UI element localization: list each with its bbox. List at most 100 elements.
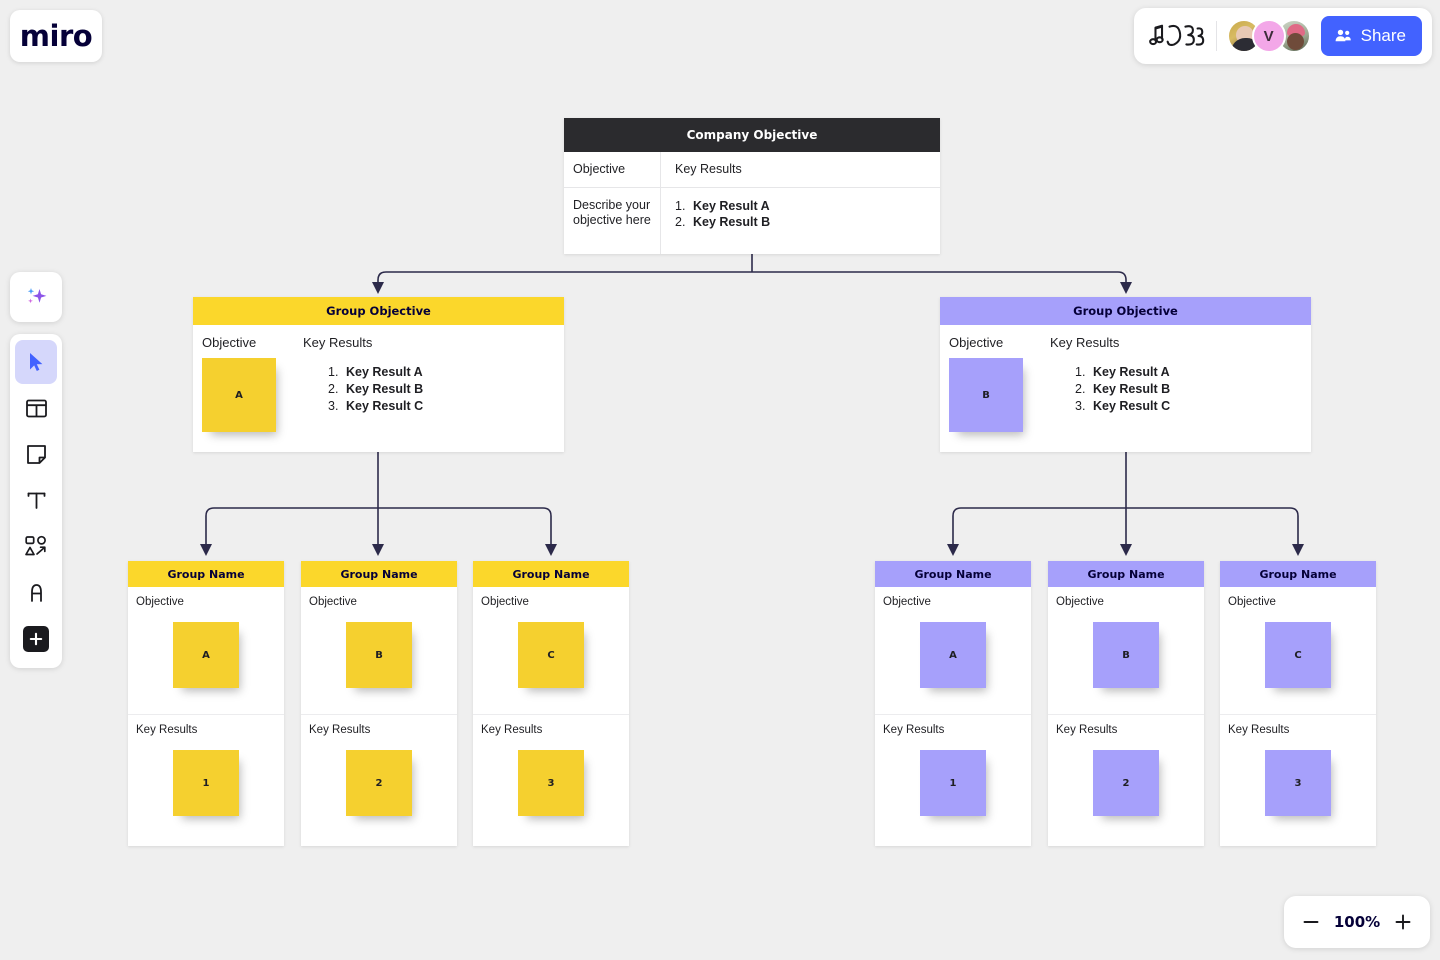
sticky-note-key-result[interactable]: 3 bbox=[518, 750, 584, 816]
shapes-tool[interactable] bbox=[15, 524, 57, 568]
pen-tool[interactable] bbox=[15, 570, 57, 614]
list-item: 2. Key Result B bbox=[675, 214, 932, 231]
sticky-note-key-result[interactable]: 1 bbox=[920, 750, 986, 816]
sticky-note-objective[interactable]: A bbox=[920, 622, 986, 688]
sticky-note-objective[interactable]: B bbox=[346, 622, 412, 688]
company-col-objective: Objective bbox=[564, 152, 661, 187]
sticky-note-objective[interactable]: C bbox=[518, 622, 584, 688]
kr-number: 1. bbox=[328, 365, 339, 379]
sticky-note-key-result[interactable]: 3 bbox=[1265, 750, 1331, 816]
group-name-objective-section: Objective A bbox=[875, 587, 1031, 714]
cursor-icon bbox=[30, 353, 43, 371]
company-col-key-results: Key Results bbox=[675, 162, 742, 176]
group-objective-title: Group Objective bbox=[193, 297, 564, 325]
group-objective-title: Group Objective bbox=[940, 297, 1311, 325]
sticky-note-objective[interactable]: C bbox=[1265, 622, 1331, 688]
kr-number: 2. bbox=[328, 382, 339, 397]
plus-icon bbox=[1395, 914, 1411, 930]
sticky-note-objective[interactable]: B bbox=[1093, 622, 1159, 688]
template-tool[interactable] bbox=[15, 386, 57, 430]
kr-text: Key Result A bbox=[1093, 365, 1170, 379]
group-name-title: Group Name bbox=[1048, 561, 1204, 587]
label-key-results: Key Results bbox=[136, 724, 198, 736]
label-objective: Objective bbox=[1228, 596, 1276, 608]
company-table-header: Objective Key Results bbox=[564, 152, 940, 188]
group-objective-card-left[interactable]: Group Objective Objective A Key Results … bbox=[193, 297, 564, 452]
group-name-card[interactable]: Group Name Objective A Key Results 1 bbox=[128, 561, 284, 846]
group-objective-card-right[interactable]: Group Objective Objective B Key Results … bbox=[940, 297, 1311, 452]
group-name-card[interactable]: Group Name Objective B Key Results 2 bbox=[301, 561, 457, 846]
header-divider bbox=[1215, 21, 1217, 51]
sticky-note-key-result[interactable]: 1 bbox=[173, 750, 239, 816]
sticky-note-key-result[interactable]: 2 bbox=[1093, 750, 1159, 816]
group-name-key-results-section: Key Results 1 bbox=[128, 714, 284, 841]
label-objective: Objective bbox=[1056, 596, 1104, 608]
group-name-key-results-section: Key Results 3 bbox=[473, 714, 629, 841]
list-item: 1. Key Result A bbox=[675, 198, 932, 215]
list-item: 3. Key Result C bbox=[1075, 398, 1311, 415]
more-apps-tool[interactable] bbox=[15, 616, 57, 662]
company-objective-text: Describe your objective here bbox=[564, 187, 661, 254]
group-objective-key-results-list: 1. Key Result A 2. Key Result B 3. Key R… bbox=[303, 364, 564, 415]
list-item: 1. Key Result A bbox=[1075, 364, 1311, 381]
minus-icon bbox=[1303, 921, 1319, 923]
group-name-key-results-section: Key Results 3 bbox=[1220, 714, 1376, 841]
kr-text: Key Result B bbox=[1093, 382, 1171, 397]
sticky-note-tool[interactable] bbox=[15, 432, 57, 476]
group-name-card[interactable]: Group Name Objective A Key Results 1 bbox=[875, 561, 1031, 846]
kr-text: Key Result C bbox=[1093, 399, 1171, 414]
group-name-title: Group Name bbox=[128, 561, 284, 587]
text-tool[interactable] bbox=[15, 478, 57, 522]
group-name-key-results-section: Key Results 2 bbox=[301, 714, 457, 841]
kr-text: Key Result B bbox=[346, 382, 424, 397]
group-name-key-results-section: Key Results 1 bbox=[875, 714, 1031, 841]
group-name-card[interactable]: Group Name Objective C Key Results 3 bbox=[473, 561, 629, 846]
sticky-note-key-result[interactable]: 2 bbox=[346, 750, 412, 816]
zoom-out-button[interactable] bbox=[1298, 909, 1324, 935]
zoom-control: 100% bbox=[1284, 896, 1430, 948]
group-name-card[interactable]: Group Name Objective B Key Results 2 bbox=[1048, 561, 1204, 846]
kr-number: 1. bbox=[675, 198, 686, 213]
kr-number: 2. bbox=[675, 215, 686, 230]
select-tool[interactable] bbox=[15, 340, 57, 384]
group-name-title: Group Name bbox=[473, 561, 629, 587]
kr-text: Key Result A bbox=[693, 198, 770, 213]
group-name-key-results-section: Key Results 2 bbox=[1048, 714, 1204, 841]
company-key-results-list: 1. Key Result A 2. Key Result B bbox=[675, 198, 932, 231]
avatar[interactable]: V bbox=[1251, 19, 1286, 53]
label-objective: Objective bbox=[883, 596, 931, 608]
label-objective: Objective bbox=[309, 596, 357, 608]
group-objective-label-objective: Objective bbox=[949, 335, 1004, 350]
sticky-note-objective[interactable]: B bbox=[949, 358, 1023, 432]
ai-tool-button[interactable] bbox=[10, 272, 62, 322]
main-toolbar bbox=[10, 334, 62, 668]
frame-layout-icon bbox=[25, 399, 47, 417]
group-name-title: Group Name bbox=[1220, 561, 1376, 587]
label-key-results: Key Results bbox=[1228, 724, 1290, 736]
kr-text: Key Result A bbox=[346, 365, 423, 379]
list-item: 2. Key Result B bbox=[1075, 381, 1311, 398]
group-name-title: Group Name bbox=[875, 561, 1031, 587]
group-objective-label-key-results: Key Results bbox=[1050, 335, 1120, 350]
kr-text: Key Result C bbox=[346, 399, 424, 414]
kr-number: 1. bbox=[1075, 365, 1086, 379]
share-button[interactable]: Share bbox=[1320, 16, 1422, 56]
group-name-title: Group Name bbox=[301, 561, 457, 587]
company-key-results-cell: 1. Key Result A 2. Key Result B bbox=[661, 188, 940, 254]
shapes-connector-icon bbox=[25, 535, 46, 556]
company-objective-card[interactable]: Company Objective Objective Key Results … bbox=[564, 118, 940, 254]
collaborator-avatars: V bbox=[1226, 19, 1311, 53]
group-name-card[interactable]: Group Name Objective C Key Results 3 bbox=[1220, 561, 1376, 846]
sticky-note-objective[interactable]: A bbox=[173, 622, 239, 688]
label-key-results: Key Results bbox=[1056, 724, 1118, 736]
group-name-objective-section: Objective A bbox=[128, 587, 284, 714]
miro-logo[interactable]: miro bbox=[10, 10, 102, 62]
label-key-results: Key Results bbox=[309, 724, 371, 736]
label-objective: Objective bbox=[136, 596, 184, 608]
zoom-in-button[interactable] bbox=[1390, 909, 1416, 935]
music-doodle-icon[interactable] bbox=[1148, 20, 1206, 52]
miro-wordmark: miro bbox=[19, 19, 93, 53]
sticky-note-objective[interactable]: A bbox=[202, 358, 276, 432]
people-icon bbox=[1335, 29, 1351, 42]
